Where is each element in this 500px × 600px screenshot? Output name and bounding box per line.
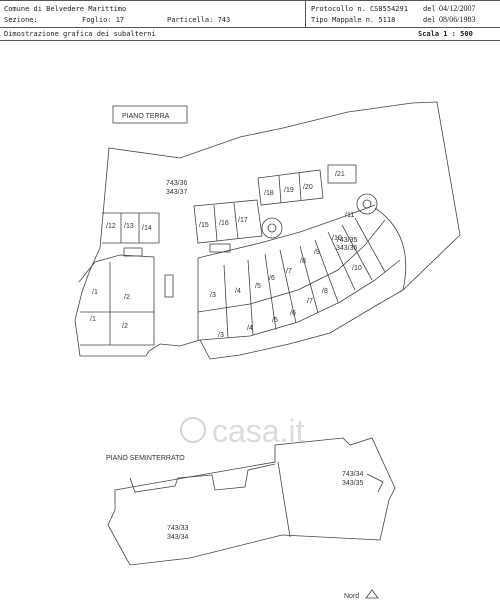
- protocollo-text: Protocollo n. CS0554291: [311, 5, 408, 13]
- ground-floor-outline: [74, 101, 461, 360]
- unit-label-12: /12: [106, 223, 116, 230]
- garage-row-left: [102, 212, 160, 244]
- spiral-stair-1-core: [267, 223, 277, 233]
- unit-label-5: /5: [272, 317, 278, 324]
- unit-label-4: /4: [235, 288, 241, 295]
- units-inner-boundary: [197, 204, 376, 259]
- unit-label-10: /10: [332, 235, 342, 242]
- protocollo-date: 04/12/2007: [439, 4, 476, 13]
- unit-label-18: /18: [264, 190, 274, 197]
- basement-outline: [107, 437, 396, 566]
- garage-row-upper: [257, 169, 324, 206]
- unit-21-box: [327, 164, 357, 184]
- tipo-mappale-date: 08/06/1983: [439, 15, 476, 24]
- left-wing-block: [78, 254, 155, 346]
- garage-row-middle: [193, 199, 263, 244]
- unit-label-8: /8: [322, 288, 328, 295]
- sezione-label: Sezione:: [4, 16, 38, 24]
- spiral-stair-1: [261, 217, 283, 239]
- unit-label-17: /17: [238, 217, 248, 224]
- unit-label-7: /7: [307, 298, 313, 305]
- unit-divider: [247, 259, 254, 336]
- semi-right-code-a: 743/34: [342, 471, 364, 478]
- particella-text: Particella: 743: [167, 16, 231, 24]
- unit-divider: [279, 249, 297, 324]
- unit-label-21: /21: [335, 171, 345, 178]
- document-header: Comune di Belvedere Marittimo Sezione: F…: [0, 0, 500, 41]
- unit-divider: [341, 224, 373, 281]
- unit-label-19: /19: [284, 187, 294, 194]
- header-middle-rule: [0, 27, 500, 28]
- piano-terra-label-box: [112, 105, 188, 124]
- unit-label-10: /10: [352, 265, 362, 272]
- unit-label-2: /2: [122, 323, 128, 330]
- unit-divider: [264, 253, 277, 331]
- unit-divider: [327, 231, 356, 291]
- comune-text: Comune di Belvedere Marittimo: [4, 5, 127, 13]
- scala-text: Scala 1 : 500: [418, 30, 473, 38]
- unit-divider: [354, 217, 386, 273]
- units-curved-end: [374, 207, 407, 291]
- right-code-a: 743/35: [336, 237, 358, 244]
- right-code-b: 343/36: [336, 245, 358, 252]
- units-outer-boundary: [199, 259, 401, 341]
- unit-label-7: /7: [286, 268, 292, 275]
- tipo-mappale-text: Tipo Mappale n. 5118: [311, 16, 396, 24]
- unit-label-2: /2: [124, 294, 130, 301]
- unit-divider: [314, 239, 339, 303]
- ground-code-a: 743/36: [166, 180, 188, 187]
- garage-divider: [213, 204, 218, 242]
- unit-divider: [299, 245, 319, 314]
- foglio-text: Foglio: 17: [82, 16, 125, 24]
- del-label-1: del: [423, 5, 436, 13]
- header-divider: [305, 0, 306, 27]
- header-bottom-rule: [0, 40, 500, 41]
- garage-divider: [233, 202, 239, 240]
- semi-left-code-a: 743/33: [167, 525, 189, 532]
- dimostrazione-text: Dimostrazione grafica dei subalterni: [4, 30, 156, 38]
- unit-label-1: /1: [92, 289, 98, 296]
- piano-terra-label: PIANO TERRA: [122, 113, 170, 120]
- unit-label-16: /16: [219, 220, 229, 227]
- north-arrow-icon: [365, 589, 379, 599]
- unit-divider: [223, 264, 229, 339]
- basement-divider: [277, 461, 291, 538]
- unit-label-13: /13: [124, 223, 134, 230]
- semi-right-code-b: 343/35: [342, 480, 364, 487]
- unit-label-3: /3: [210, 292, 216, 299]
- unit-label-6: /6: [290, 310, 296, 317]
- unit-label-8: /8: [300, 258, 306, 265]
- basement-notch-line: [129, 463, 276, 493]
- semi-left-code-b: 343/34: [167, 534, 189, 541]
- unit-label-5: /5: [255, 283, 261, 290]
- unit-label-15: /15: [199, 222, 209, 229]
- small-block: [123, 247, 143, 257]
- garage-divider: [298, 172, 302, 201]
- spiral-stair-2: [356, 193, 378, 215]
- unit-label-3: /3: [218, 332, 224, 339]
- casa-logo-icon: [180, 417, 206, 443]
- stair-block-left: [164, 274, 174, 298]
- garage-divider: [278, 175, 282, 204]
- units-middle-boundary: [197, 219, 386, 313]
- unit-label-1: /1: [90, 316, 96, 323]
- small-block: [209, 243, 231, 253]
- piano-seminterrato-label: PIANO SEMINTERRATO: [106, 455, 185, 462]
- basement-stair-mark: [366, 473, 384, 493]
- unit-label-11: /11: [345, 212, 354, 219]
- header-top-rule: [0, 0, 500, 1]
- unit-label-9: /9: [314, 249, 320, 256]
- watermark-text: casa.it: [212, 413, 305, 449]
- ground-code-b: 343/37: [166, 189, 188, 196]
- del-label-2: del: [423, 16, 436, 24]
- unit-label-20: /20: [303, 184, 313, 191]
- north-label: Nord: [344, 593, 359, 600]
- unit-label-14: /14: [142, 225, 152, 232]
- unit-label-6: /6: [269, 275, 275, 282]
- casa-watermark: casa.it: [180, 413, 305, 449]
- unit-label-4: /4: [247, 325, 253, 332]
